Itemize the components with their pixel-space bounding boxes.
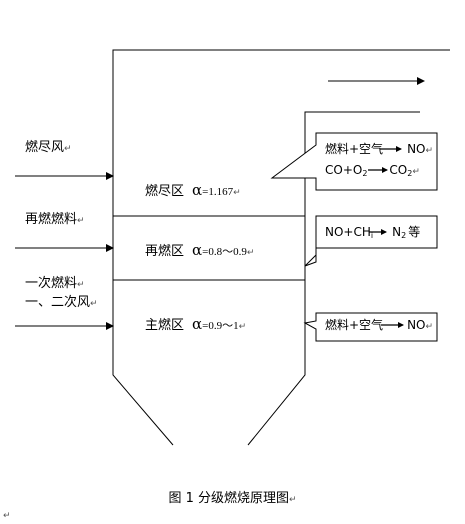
figure-caption: 图 1 分级燃烧原理图↵ <box>168 491 297 506</box>
reburn-callout-shape <box>304 215 438 267</box>
paragraph-mark: ↵ <box>3 511 11 521</box>
furnace-outline <box>112 49 450 446</box>
reburn-fuel-label: 再燃燃料↵ <box>25 212 85 227</box>
burnout-air-label: 燃尽风↵ <box>25 140 72 155</box>
primary-secondary-air-label: 一、二次风↵ <box>25 295 98 310</box>
furnace-right-wall <box>247 111 420 446</box>
burnout-callout-shape <box>270 132 438 191</box>
primary-fuel-label: 一次燃料↵ <box>25 276 85 291</box>
main-callout-shape <box>303 312 438 342</box>
